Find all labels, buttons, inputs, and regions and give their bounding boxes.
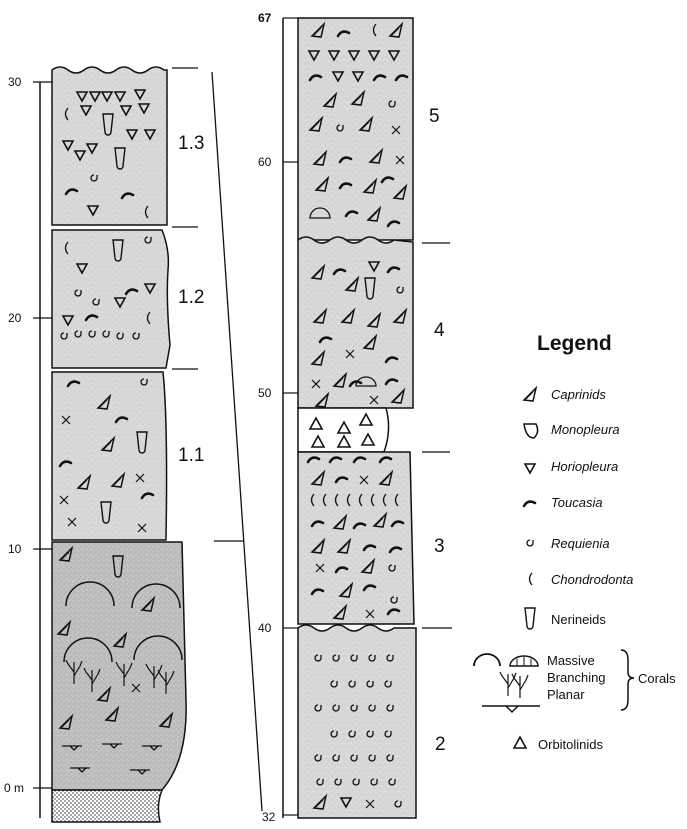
unit-label-5: 5 (429, 106, 440, 127)
massive-coral-section-icon (510, 656, 538, 666)
right-tick-50: 50 (258, 386, 272, 400)
caprinid-icon (524, 388, 536, 401)
right-tick-60: 60 (258, 155, 272, 169)
legend-label-caprinids: Caprinids (551, 387, 606, 402)
nerineid-icon (525, 608, 535, 629)
corals-brace-icon (621, 650, 634, 710)
legend-label-chondrodonta: Chondrodonta (551, 572, 633, 587)
legend-label-massive: Massive (547, 653, 595, 668)
monopleura-icon (524, 424, 538, 438)
massive-coral-icon (474, 654, 500, 666)
right-tick-40: 40 (258, 621, 272, 635)
unit-label-3: 3 (434, 536, 445, 557)
legend-label-branching: Branching (547, 670, 606, 685)
legend-title: Legend (537, 332, 612, 355)
left-tick-10: 10 (8, 542, 22, 556)
requienia-icon (527, 540, 533, 546)
legend: Legend Caprinids Monopleura Horiopleura … (474, 332, 676, 752)
unit-label-1-2: 1.2 (178, 287, 204, 308)
toucasia-icon (524, 502, 535, 506)
legend-label-corals: Corals (638, 671, 676, 686)
left-tick-30: 30 (8, 75, 22, 89)
left-column (33, 67, 262, 822)
right-tick-67: 67 (258, 11, 272, 25)
horiopleura-icon (525, 464, 535, 473)
legend-label-requienia: Requienia (551, 536, 610, 551)
chondrodonta-icon (530, 573, 533, 585)
unit-label-1-1: 1.1 (178, 445, 204, 466)
unit-label-4: 4 (434, 320, 445, 341)
planar-coral-icon (482, 706, 540, 712)
right-tick-32: 32 (262, 810, 276, 824)
unit-label-1-3: 1.3 (178, 133, 204, 154)
legend-label-orbitolinids: Orbitolinids (538, 737, 604, 752)
branching-coral-icon (500, 672, 528, 698)
legend-label-toucasia: Toucasia (551, 495, 603, 510)
legend-label-planar: Planar (547, 687, 585, 702)
left-tick-0m: 0 m (4, 781, 24, 795)
legend-label-horiopleura: Horiopleura (551, 459, 618, 474)
legend-label-nerineids: Nerineids (551, 612, 606, 627)
left-tick-20: 20 (8, 311, 22, 325)
right-column (283, 18, 452, 818)
unit-label-2: 2 (435, 734, 446, 755)
orbitolinid-icon (514, 737, 526, 748)
legend-label-monopleura: Monopleura (551, 422, 620, 437)
